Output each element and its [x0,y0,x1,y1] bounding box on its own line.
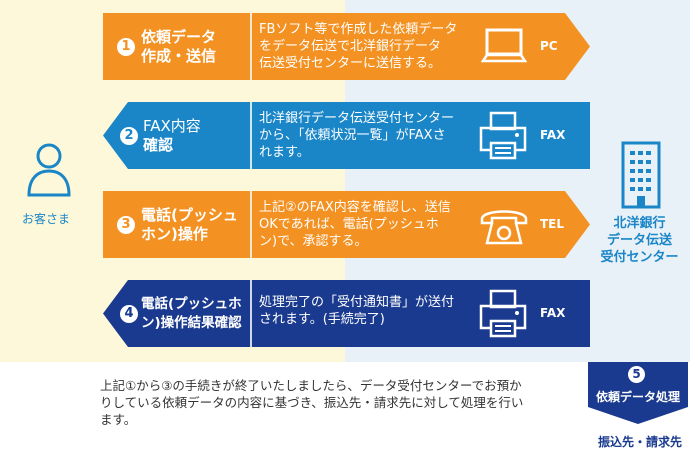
step-1-row: 1 依頼データ 作成・送信 FBソフト等で作成した依頼データ をデータ伝送で北洋… [103,13,590,80]
step-5-subtitle: 振込先・請求先 [597,435,682,449]
step-3-desc-line2: OKであれば、電話(プッシュホ [259,217,439,232]
step-5-number: 5 [628,366,645,383]
step-4-arrow [103,280,590,347]
step-1-tag: PC [540,39,558,53]
bank-building [618,140,664,210]
step-2-arrow [103,102,590,169]
step-3-title-line2: ホン)操作 [141,225,208,243]
step-5-arrow [588,362,688,424]
bank-label: 北洋銀行 データ伝送 受付センター [592,215,687,266]
explanation-line1: 上記①から③の手続きが終了いたしましたら、データ受付センターでお預か [100,378,522,393]
step-2-description: 北洋銀行データ伝送受付センター から、「依頼状況一覧」がFAXさ れます。 [259,110,454,161]
process-explanation: 上記①から③の手続きが終了いたしましたら、データ受付センターでお預か りしている… [100,377,572,428]
step-4-row: 4 電話(プッシュホ ン)操作結果確認 処理完了の「受付通知書」が送付 されます… [103,280,590,347]
step-2-tag: FAX [540,128,566,142]
pc-icon [481,28,527,63]
customer-figure [24,138,74,198]
step-1-desc-line3: 伝送受付センターに送信する。 [259,56,442,71]
bank-label-line2: データ伝送 [606,233,672,248]
explanation-line2: りしている依頼データの内容に基づき、振込先・請求先に対して処理を行い [100,395,524,410]
bank-label-line1: 北洋銀行 [613,216,666,231]
step-3-arrow [103,191,590,258]
step-4-title-line2: ン)操作結果確認 [141,315,242,331]
bank-label-line3: 受付センター [600,250,679,265]
step-1-separator [250,13,252,80]
step-5-title: 依頼データ処理 [595,390,680,404]
step-4-separator [250,280,252,347]
step-2-number: 2 [120,127,138,145]
step-4-title-line1: 電話(プッシュホ [141,296,242,312]
step-2-desc-line1: 北洋銀行データ伝送受付センター [259,111,455,126]
step-1-title-line1: 依頼データ [141,28,217,46]
step-4-number: 4 [120,305,138,323]
step-2-separator [250,102,252,169]
step-2-title-line2: 確認 [143,136,174,154]
step-4-desc-line2: されます。(手続完了) [259,312,385,327]
step-3-separator [250,191,252,258]
step-2-row: 2 FAX内容 確認 北洋銀行データ伝送受付センター から、「依頼状況一覧」がF… [103,102,590,169]
explanation-line3: ます。 [100,412,137,427]
step-4-tag: FAX [540,306,566,320]
fax-icon [479,111,527,160]
step-1-title-line2: 作成・送信 [141,47,217,65]
step-1-description: FBソフト等で作成した依頼データ をデータ伝送で北洋銀行データ 伝送受付センター… [259,21,457,72]
step-4-desc-line1: 処理完了の「受付通知書」が送付 [259,295,455,310]
step-1-title: 依頼データ 作成・送信 [141,28,216,66]
step-3-description: 上記②のFAX内容を確認し、送信 OKであれば、電話(プッシュホ ン)で、承認す… [259,199,451,250]
fax-icon [479,289,527,338]
step-4-description: 処理完了の「受付通知書」が送付 されます。(手続完了) [259,294,454,328]
step-3-desc-line1: 上記②のFAX内容を確認し、送信 [259,200,451,215]
step-5-box: 5 依頼データ処理 [588,362,688,424]
step-2-desc-line3: れます。 [259,145,310,160]
step-2-desc-line2: から、「依頼状況一覧」がFAXさ [259,128,446,143]
step-3-tag: TEL [540,217,565,231]
step-1-desc-line1: FBソフト等で作成した依頼データ [259,22,458,37]
step-3-title: 電話(プッシュ ホン)操作 [141,206,238,244]
step-1-desc-line2: をデータ伝送で北洋銀行データ [259,39,442,54]
telephone-icon [480,210,528,245]
step-2-title-line1: FAX内容 [143,117,201,135]
customer-label: お客さま [22,212,71,226]
person-icon [27,143,71,197]
step-3-number: 3 [117,216,135,234]
step-4-title: 電話(プッシュホ ン)操作結果確認 [141,295,242,333]
building-icon [621,141,661,209]
step-2-title: FAX内容 確認 [143,117,201,155]
step-3-row: 3 電話(プッシュ ホン)操作 上記②のFAX内容を確認し、送信 OKであれば、… [103,191,590,258]
step-1-arrow [103,13,590,80]
step-3-desc-line3: ン)で、承認する。 [259,234,368,249]
step-3-title-line1: 電話(プッシュ [141,206,238,224]
step-1-number: 1 [117,38,135,56]
